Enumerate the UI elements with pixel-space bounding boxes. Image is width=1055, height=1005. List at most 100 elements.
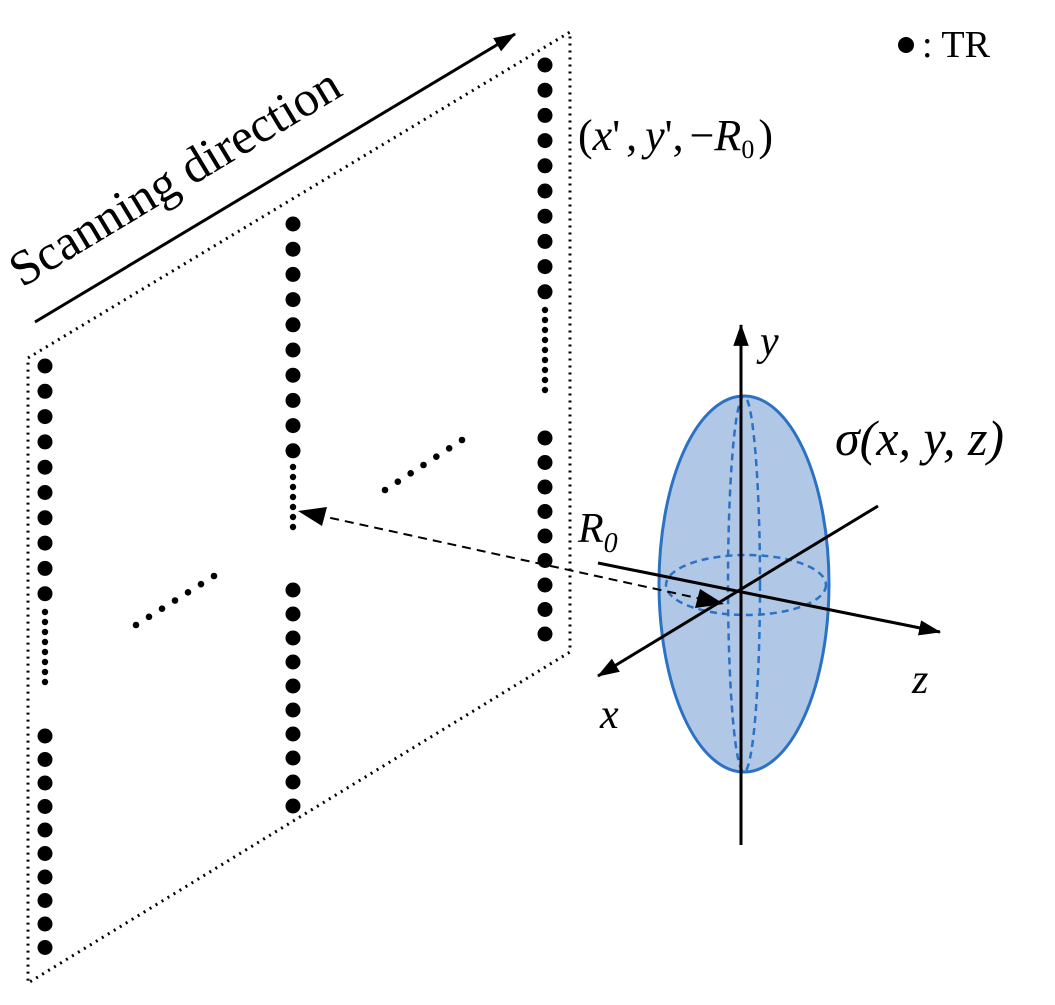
tr-element-col2 [285, 798, 301, 814]
tr-coord-minus: − [690, 111, 715, 160]
ellipsis-dot-lower [210, 572, 218, 580]
tr-element-col1 [41, 638, 49, 646]
legend-label: : TR [922, 24, 991, 66]
tr-element-col1 [37, 822, 53, 838]
scanning-direction-arrow [34, 32, 516, 324]
tr-element-col3 [537, 455, 553, 470]
ellipsoid-meridian [726, 394, 762, 774]
tr-element-col2 [285, 678, 301, 694]
tr-element-col2 [285, 317, 301, 333]
tr-element-col1 [37, 940, 53, 955]
ellipsis-dot-upper [407, 470, 414, 477]
tr-element-col3 [541, 386, 549, 394]
tr-coord-y: y [641, 111, 665, 160]
ellipsis-dot-upper [433, 453, 440, 460]
aperture-plane [26, 29, 572, 986]
tr-coordinate-label: (x',y',−R0) [578, 111, 773, 164]
tr-element-col3 [541, 336, 549, 344]
tr-element-col3 [537, 208, 553, 224]
ellipsis-dot-upper [394, 478, 402, 485]
tr-element-col1 [37, 799, 53, 814]
tr-element-col2 [285, 750, 301, 766]
tr-element-col3 [537, 284, 553, 300]
tr-coord-sub: 0 [741, 135, 754, 164]
tr-element-col2 [289, 513, 297, 521]
tr-element-col1 [37, 510, 53, 526]
ellipsis-dot-lower [184, 589, 192, 596]
tr-element-col3 [541, 356, 549, 364]
tr-element-col1 [37, 846, 53, 861]
tr-element-col2 [285, 582, 301, 598]
tr-coord-prime-y: ', [665, 111, 684, 160]
tr-element-col3 [537, 107, 553, 123]
tr-element-col2 [285, 241, 301, 257]
tr-coord-comma: , [626, 111, 637, 160]
tr-coord-prime-x: ' [612, 111, 620, 160]
tr-element-col2 [285, 392, 301, 408]
tr-element-col1 [37, 728, 53, 744]
tr-element-col2 [289, 483, 297, 491]
legend: : TR [898, 24, 991, 66]
tr-element-col3 [537, 57, 553, 73]
tr-element-col3 [541, 326, 549, 334]
tr-element-col3 [541, 366, 549, 374]
x-axis-label: x [599, 692, 619, 738]
tr-coord-R: R [713, 111, 741, 160]
scanning-direction-label: Scanning direction [0, 56, 350, 298]
tr-element-col2 [285, 266, 301, 282]
legend-tr-dot-icon [898, 37, 914, 53]
tr-coord-paren-open: ( [578, 111, 593, 160]
ellipsis-dot-upper [445, 445, 453, 452]
tr-element-col3 [537, 233, 553, 249]
tr-element-col3 [537, 158, 553, 174]
tr-element-col1 [37, 434, 53, 450]
ellipsis-dot-lower [171, 597, 179, 604]
tr-element-col2 [285, 630, 301, 646]
range-label: R0 [577, 506, 618, 559]
tr-element-col1 [41, 658, 49, 666]
tr-element-col3 [537, 430, 553, 446]
tr-element-col3 [541, 306, 549, 314]
range-line [307, 512, 721, 604]
tr-element-col1 [37, 586, 53, 602]
tr-array [37, 57, 553, 955]
range-label-sub: 0 [604, 528, 618, 559]
tr-element-col1 [37, 535, 53, 551]
tr-element-col2 [285, 702, 301, 718]
z-axis-label: z [911, 657, 928, 703]
tr-element-col3 [537, 133, 553, 149]
tr-element-col1 [41, 618, 49, 626]
tr-element-col1 [37, 383, 53, 399]
tr-element-col3 [537, 626, 553, 642]
tr-element-col2 [285, 418, 301, 434]
tr-element-col2 [289, 493, 297, 501]
tr-coord-x: x [592, 111, 613, 160]
ellipsis-dot-upper [381, 486, 389, 494]
tr-element-col2 [285, 342, 301, 358]
sigma-args: (x, y, z) [860, 410, 1004, 466]
tr-element-col3 [537, 577, 553, 593]
tr-element-col2 [285, 367, 301, 383]
ellipsis-dot-upper [420, 461, 427, 469]
range-arrowhead-left [298, 507, 327, 526]
ellipsis-dot-upper [458, 436, 466, 444]
tr-element-col1 [37, 485, 53, 500]
tr-element-col3 [537, 528, 553, 544]
tr-element-col3 [537, 82, 553, 98]
tr-coord-paren-close: ) [758, 111, 773, 160]
tr-element-col1 [37, 560, 53, 576]
tr-element-col1 [41, 608, 49, 616]
ellipsoid-equator [664, 553, 828, 617]
tr-element-col2 [285, 774, 301, 790]
tr-element-col2 [289, 523, 297, 531]
tr-element-col3 [537, 479, 553, 495]
tr-element-col3 [541, 346, 549, 354]
tr-element-col1 [37, 869, 53, 885]
tr-element-col2 [285, 443, 301, 459]
tr-element-col3 [541, 376, 549, 384]
column-ellipsis [132, 436, 466, 629]
ellipsoid-body [657, 394, 831, 774]
y-axis-label: y [756, 319, 779, 365]
ellipsis-dot-lower [197, 580, 205, 588]
